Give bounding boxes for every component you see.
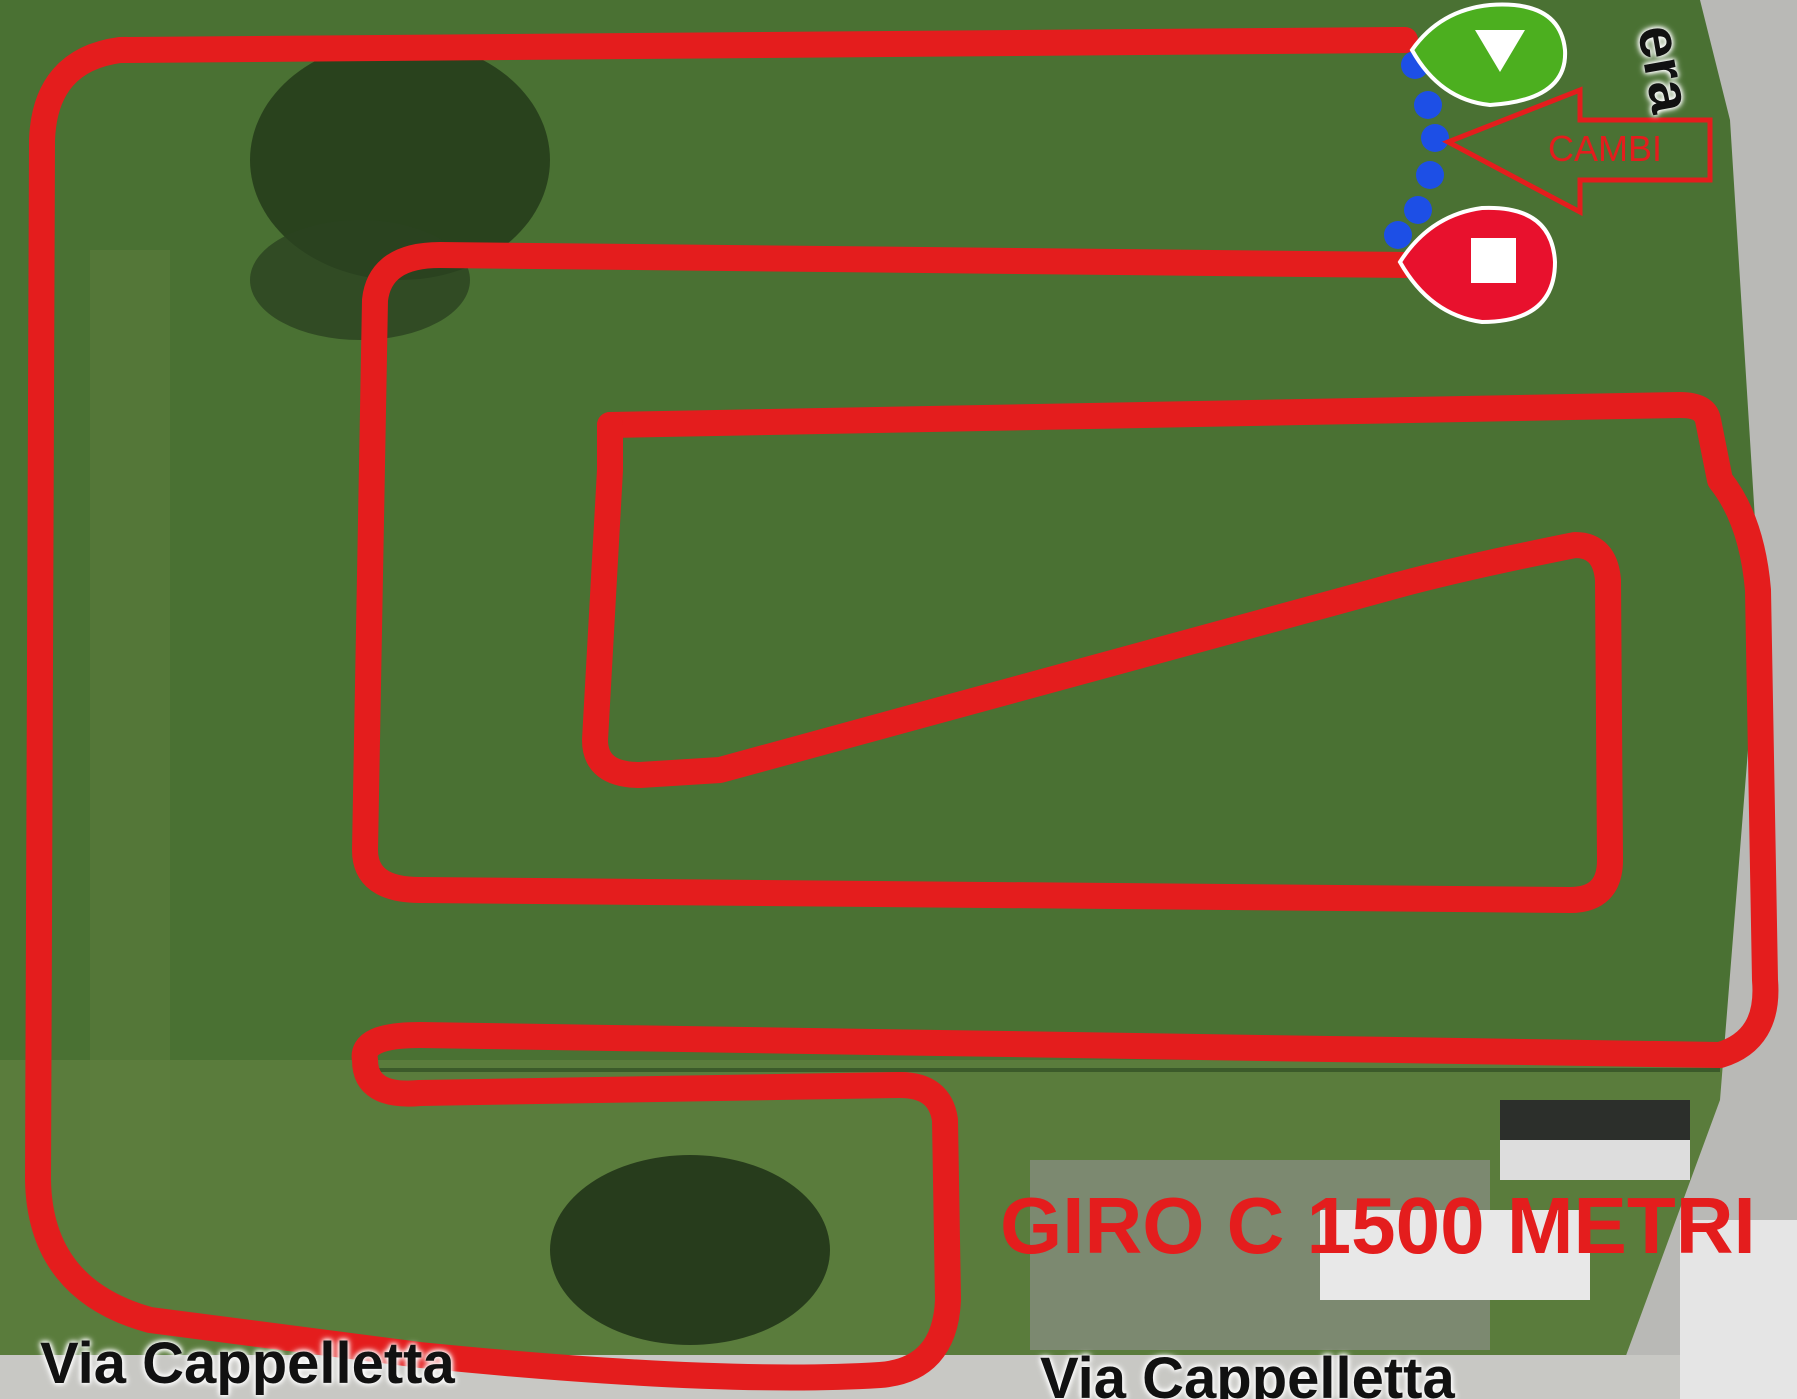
building-roof — [1320, 1210, 1590, 1300]
tree-shadow — [550, 1155, 830, 1345]
changeover-label: CAMBI — [1548, 128, 1663, 169]
changeover-dots — [1384, 51, 1449, 249]
finish-marker[interactable] — [1397, 205, 1558, 325]
building-right — [1680, 1220, 1797, 1399]
route-path-middle — [352, 242, 1623, 913]
route-path-outer — [25, 27, 1779, 1391]
road-label-via-cappelletta-right: Via Cappelletta — [1040, 1346, 1455, 1399]
course-title: GIRO C 1500 METRI — [1000, 1181, 1756, 1270]
start-marker[interactable] — [1409, 2, 1568, 108]
play-triangle-icon — [1475, 30, 1525, 72]
changeover-arrow — [1442, 86, 1713, 217]
tree-shadow — [250, 40, 550, 280]
road-label-via-cappelletta-left: Via Cappelletta — [40, 1331, 455, 1396]
stop-square-icon — [1471, 238, 1516, 283]
